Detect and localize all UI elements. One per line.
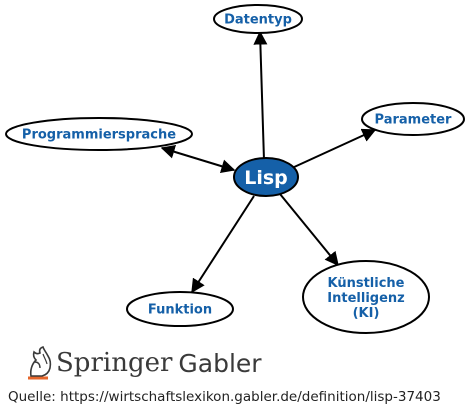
node-funktion[interactable]: Funktion: [126, 291, 234, 327]
edge-lisp-parameter: [291, 128, 377, 169]
node-programmiersprache-label: Programmiersprache: [22, 128, 176, 143]
edge-lisp-datentyp: [253, 30, 268, 161]
node-ki[interactable]: Künstliche Intelligenz (KI): [302, 260, 430, 334]
node-datentyp-label: Datentyp: [224, 13, 292, 28]
node-programmiersprache[interactable]: Programmiersprache: [5, 117, 193, 151]
node-parameter-label: Parameter: [375, 113, 453, 128]
node-lisp-center[interactable]: Lisp: [233, 157, 299, 197]
node-parameter[interactable]: Parameter: [361, 102, 465, 136]
node-ki-label-line2: Intelligenz: [327, 291, 404, 306]
edge-lisp-funktion: [191, 195, 255, 294]
brand-name-springer: Springer: [56, 348, 173, 378]
source-citation: Quelle: https://wirtschaftslexikon.gable…: [8, 389, 441, 405]
brand-name-gabler: Gabler: [178, 348, 262, 378]
node-ki-label-line1: Künstliche: [328, 276, 405, 291]
concept-map: Datentyp Parameter Programmiersprache Fu…: [5, 4, 465, 334]
edge-lisp-ki: [279, 193, 339, 267]
springer-gabler-logo: Springer Gabler: [22, 343, 262, 383]
edge-lisp-programmiersprache: [160, 144, 236, 174]
node-ki-label-line3: (KI): [353, 306, 380, 321]
node-funktion-label: Funktion: [148, 303, 212, 318]
node-lisp-label: Lisp: [244, 167, 288, 189]
springer-horse-icon: [28, 345, 52, 380]
node-datentyp[interactable]: Datentyp: [213, 4, 303, 34]
